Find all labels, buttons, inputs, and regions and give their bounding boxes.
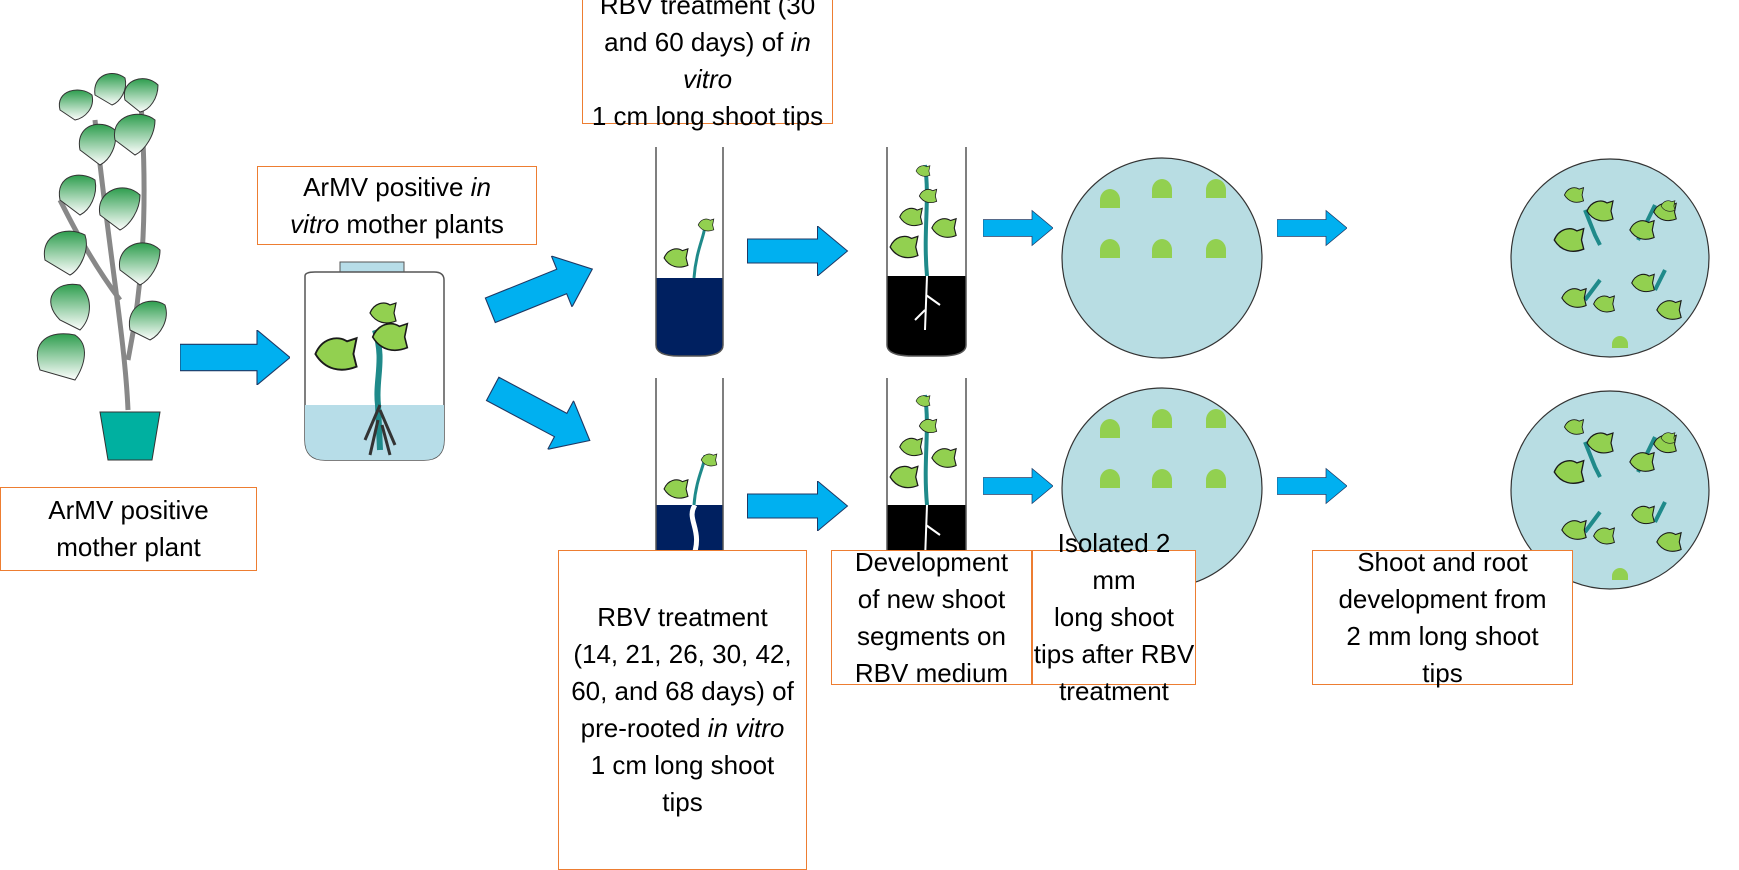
arrow-icon — [479, 242, 604, 337]
label-rbv-top: RBV treatment (30 and 60 days) of in vit… — [582, 0, 833, 131]
mother-plant-illustration — [37, 73, 167, 461]
test-tube-top-2 — [886, 147, 967, 357]
arrow-icon — [746, 226, 849, 276]
arrow-icon — [983, 210, 1053, 246]
label-mother-plant: ArMV positive mother plant — [0, 487, 257, 571]
petri-dish-plantlets-top — [1510, 158, 1710, 358]
label-text: ArMV positive mother plant — [48, 495, 209, 562]
petri-dish-tips-bottom — [1061, 387, 1263, 589]
arrow-icon — [1277, 210, 1347, 246]
petri-dish-tips-top — [1061, 157, 1263, 359]
label-text: RBV treatment (30 and 60 days) of in vit… — [591, 0, 824, 131]
arrow-icon — [746, 481, 849, 531]
arrow-icon — [180, 330, 290, 385]
arrow-icon — [1277, 468, 1347, 504]
test-tube-top-1 — [655, 147, 724, 357]
arrow-icon — [983, 468, 1053, 504]
label-text: RBV treatment (14, 21, 26, 30, 42, 60, a… — [571, 602, 794, 817]
petri-dish-plantlets-bottom — [1510, 390, 1710, 590]
culture-jar-illustration — [304, 261, 445, 461]
arrow-icon — [478, 363, 604, 466]
label-rbv-bottom: RBV treatment (14, 21, 26, 30, 42, 60, a… — [558, 550, 807, 870]
